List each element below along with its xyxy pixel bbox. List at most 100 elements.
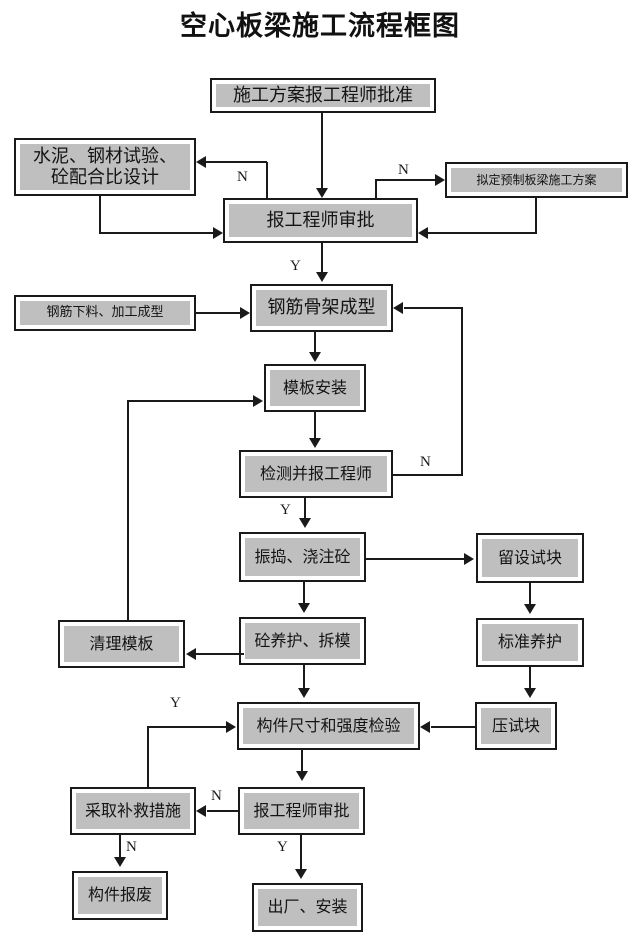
edge-precast-to-approval-horizontal: [428, 232, 536, 234]
node-label: 模板安装: [270, 370, 360, 406]
node-label: 检测并报工程师: [245, 456, 387, 492]
edge-pour-to-curing-arrowhead: [298, 603, 310, 613]
node-component-scrapped[interactable]: 构件报废: [72, 871, 168, 920]
edge-label-review-no: N: [211, 788, 222, 804]
node-compression-test[interactable]: 压试块: [475, 702, 557, 750]
edge-label-review-yes: Y: [277, 839, 288, 855]
edge-pour-to-curing: [303, 582, 305, 605]
node-inspection-report[interactable]: 检测并报工程师: [239, 450, 393, 498]
node-label: 砼养护、拆模: [245, 623, 360, 659]
edge-inspection-to-rebarcage-horizontal-bottom: [393, 474, 463, 476]
edge-remedy-to-dimcheck-horizontal: [147, 726, 227, 728]
edge-dimcheck-to-approval2-arrowhead: [296, 771, 308, 781]
node-label: 拟定预制板梁施工方案: [451, 168, 622, 192]
edge-approval2-to-remedy-arrowhead: [196, 805, 206, 817]
edge-label-approval-no-left: N: [237, 169, 248, 185]
node-label: 钢筋下料、加工成型: [20, 301, 190, 325]
node-label: 报工程师审批: [244, 793, 359, 829]
node-label: 压试块: [481, 708, 551, 744]
edge-tests-to-approval-vertical: [99, 196, 101, 234]
edge-approval2-to-delivery: [300, 835, 302, 871]
node-label: 构件尺寸和强度检验: [243, 708, 414, 744]
edge-plan-to-approval-arrowhead: [316, 188, 328, 198]
node-delivery-installation[interactable]: 出厂、安装: [252, 883, 363, 932]
edge-approval-to-precast-vertical: [375, 180, 377, 200]
edge-formwork-to-inspection-arrowhead: [309, 438, 321, 448]
node-label: 水泥、钢材试验、 砼配合比设计: [20, 144, 190, 190]
edge-compression-to-dimcheck: [431, 726, 476, 728]
edge-pour-to-testblocks-arrowhead: [464, 553, 474, 565]
edge-tests-to-approval-horizontal: [99, 232, 214, 234]
edge-rebarcut-to-rebarcage: [196, 312, 241, 314]
node-material-tests[interactable]: 水泥、钢材试验、 砼配合比设计: [14, 138, 196, 196]
node-engineer-approval-2[interactable]: 报工程师审批: [238, 787, 365, 835]
node-engineer-approval-1[interactable]: 报工程师审批: [223, 198, 418, 243]
node-reserve-test-blocks[interactable]: 留设试块: [476, 533, 584, 583]
node-label: 采取补救措施: [76, 793, 190, 829]
edge-formwork-to-inspection: [314, 412, 316, 440]
node-label: 钢筋骨架成型: [256, 290, 387, 326]
node-label: 振捣、浇注砼: [245, 538, 360, 576]
node-formwork-installation[interactable]: 模板安装: [264, 364, 366, 412]
node-label: 留设试块: [482, 539, 578, 577]
edge-plan-to-approval: [321, 113, 323, 190]
edge-rebarcage-to-formwork-arrowhead: [309, 352, 321, 362]
edge-approval-to-rebarcage-arrowhead: [316, 272, 328, 282]
edge-cleanformwork-to-formwork-arrowhead: [253, 395, 263, 407]
node-precast-plan[interactable]: 拟定预制板梁施工方案: [445, 162, 628, 198]
node-label: 出厂、安装: [258, 889, 357, 926]
node-rebar-cage-forming[interactable]: 钢筋骨架成型: [250, 284, 393, 332]
edge-cleanformwork-to-formwork-horizontal: [127, 400, 254, 402]
edge-dimcheck-to-approval2: [301, 750, 303, 773]
edge-curing-to-cleanformwork: [196, 653, 244, 655]
edge-precast-to-approval-vertical: [535, 198, 537, 234]
edge-approval-to-precast-arrowhead: [435, 174, 445, 186]
node-rebar-cutting[interactable]: 钢筋下料、加工成型: [14, 295, 196, 331]
edge-inspection-to-pour-arrowhead: [299, 518, 311, 528]
edge-remedy-to-scrap: [119, 835, 121, 859]
edge-testblocks-to-standardcuring: [529, 583, 531, 606]
edge-rebarcage-to-formwork: [314, 332, 316, 354]
edge-precast-to-approval-arrowhead: [418, 227, 428, 239]
node-vibrate-pour-concrete[interactable]: 振捣、浇注砼: [239, 532, 366, 582]
node-dimension-strength-check[interactable]: 构件尺寸和强度检验: [237, 702, 420, 750]
node-label: 标准养护: [482, 624, 578, 661]
node-standard-curing[interactable]: 标准养护: [476, 618, 584, 667]
node-label: 构件报废: [78, 877, 162, 914]
edge-curing-to-dimcheck: [303, 665, 305, 690]
edge-approval-to-tests-horizontal: [206, 161, 267, 163]
edge-remedy-to-dimcheck-vertical: [147, 726, 149, 788]
edge-label-remedy-no: N: [126, 839, 137, 855]
node-label: 施工方案报工程师批准: [216, 84, 430, 107]
edge-standardcuring-to-compression: [529, 667, 531, 690]
node-label: 清理模板: [64, 626, 179, 662]
edge-inspection-to-pour: [304, 498, 306, 520]
edge-approval2-to-remedy: [207, 810, 239, 812]
edge-approval-to-precast-horizontal: [375, 179, 436, 181]
edge-label-remedy-yes: Y: [170, 695, 181, 711]
node-construction-plan-approval[interactable]: 施工方案报工程师批准: [210, 78, 436, 113]
edge-tests-to-approval-arrowhead: [213, 227, 223, 239]
edge-label-approval-no-right: N: [398, 162, 409, 178]
edge-curing-to-dimcheck-arrowhead: [298, 688, 310, 698]
node-curing-demolding[interactable]: 砼养护、拆模: [239, 617, 366, 665]
edge-approval2-to-delivery-arrowhead: [295, 869, 307, 879]
edge-approval-to-tests-arrowhead: [196, 156, 206, 168]
edge-cleanformwork-to-formwork-vertical: [127, 401, 129, 620]
edge-compression-to-dimcheck-arrowhead: [420, 721, 430, 733]
edge-curing-to-cleanformwork-arrowhead: [186, 648, 196, 660]
page-title: 空心板梁施工流程框图: [180, 11, 460, 42]
edge-inspection-to-rebarcage-vertical: [461, 307, 463, 475]
edge-label-inspection-yes: Y: [280, 502, 291, 518]
node-remedial-measures[interactable]: 采取补救措施: [70, 787, 196, 835]
node-clean-formwork[interactable]: 清理模板: [58, 620, 185, 668]
edge-remedy-to-scrap-arrowhead: [114, 857, 126, 867]
edge-inspection-to-rebarcage-horizontal-top: [404, 307, 462, 309]
edge-inspection-to-rebarcage-arrowhead: [393, 302, 403, 314]
edge-remedy-to-dimcheck-arrowhead: [226, 721, 236, 733]
edge-approval-to-tests-vertical: [266, 162, 268, 200]
edge-label-approval-yes: Y: [290, 258, 301, 274]
node-label: 报工程师审批: [229, 204, 412, 237]
edge-rebarcut-to-rebarcage-arrowhead: [240, 307, 250, 319]
